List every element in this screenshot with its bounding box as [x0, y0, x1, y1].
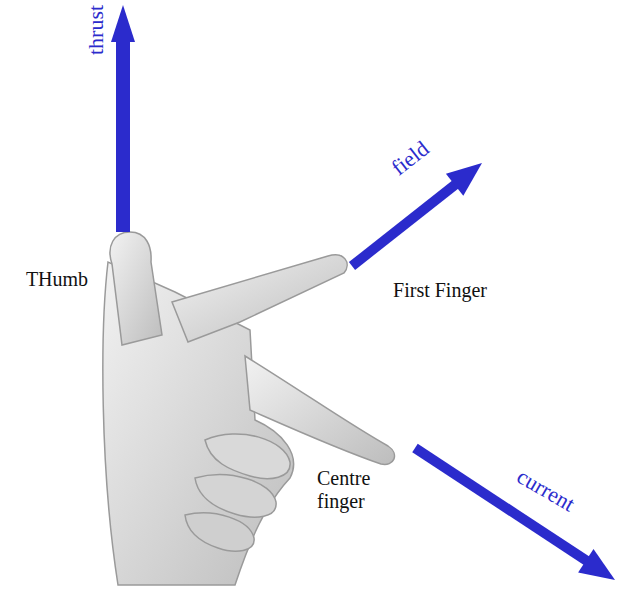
folded-finger	[195, 475, 276, 517]
current-arrow-shaft	[415, 448, 587, 561]
centre-finger	[245, 356, 394, 464]
thrust-arrow-head	[111, 5, 135, 42]
first-finger	[172, 255, 347, 342]
label: thrust	[83, 5, 108, 55]
field-arrow-head	[446, 163, 482, 196]
label: current	[513, 463, 580, 516]
thrust-arrow-shaft	[116, 40, 130, 232]
current-arrow-head	[578, 549, 615, 580]
label: THumb	[26, 268, 88, 291]
label: field	[386, 136, 433, 181]
folded-finger	[185, 513, 254, 551]
folded-finger	[205, 434, 290, 479]
label: First Finger	[393, 279, 487, 302]
label: Centre finger	[317, 467, 387, 513]
field-arrow-shaft	[352, 184, 456, 266]
thumb	[110, 232, 162, 345]
